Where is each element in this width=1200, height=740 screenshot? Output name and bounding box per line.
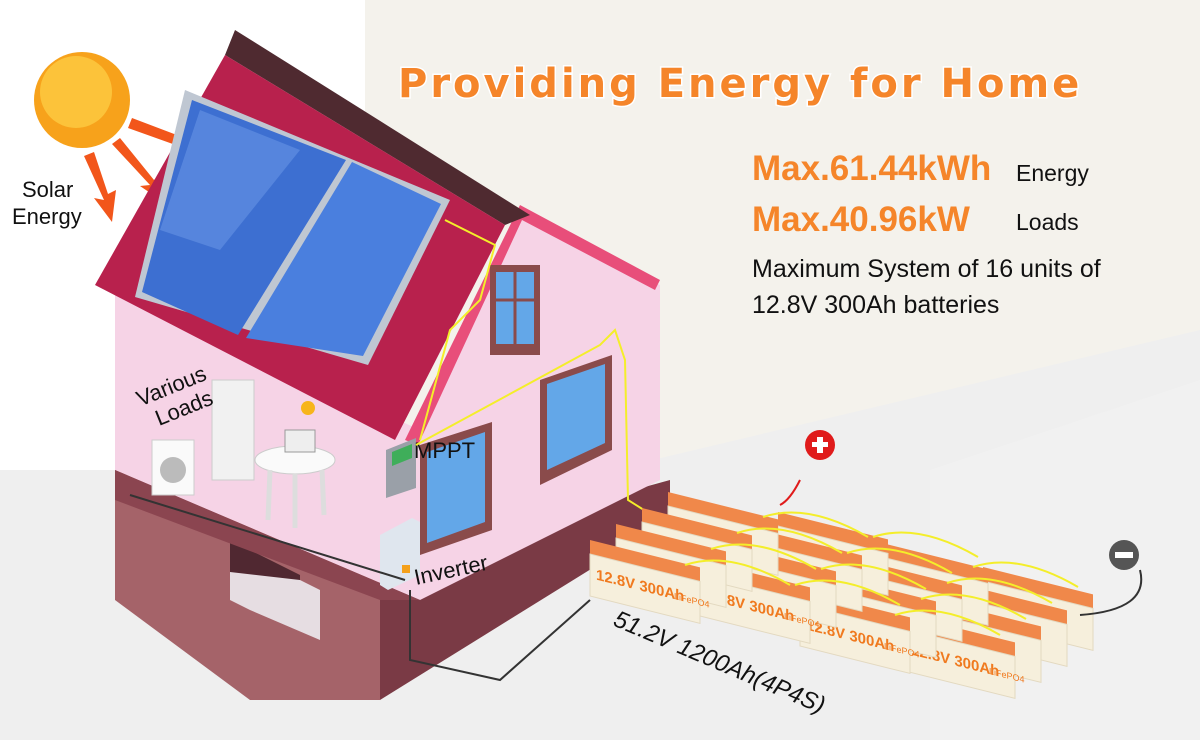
series-wire bbox=[684, 559, 791, 586]
solar-wire bbox=[419, 219, 497, 441]
solar-energy-label-1: Solar bbox=[22, 177, 73, 202]
energy-value: Max.61.44kWh bbox=[752, 149, 991, 188]
window-upper bbox=[490, 265, 540, 355]
window-lower bbox=[420, 422, 492, 555]
appliances-icon bbox=[151, 379, 336, 528]
load-wire bbox=[129, 494, 591, 682]
solar-panel bbox=[135, 90, 450, 365]
loads-label: Loads bbox=[1016, 209, 1079, 235]
window-right bbox=[540, 355, 612, 485]
description-line-2: 12.8V 300Ah batteries bbox=[752, 291, 999, 319]
series-wire bbox=[872, 531, 979, 558]
description-line-1: Maximum System of 16 units of bbox=[752, 255, 1101, 283]
series-wire bbox=[972, 561, 1079, 588]
inverter-unit bbox=[380, 518, 420, 590]
series-wire bbox=[846, 547, 953, 574]
loads-value: Max.40.96kW bbox=[752, 200, 970, 239]
roof-ridge bbox=[225, 30, 530, 225]
solar-energy-label-2: Energy bbox=[12, 204, 82, 229]
series-wire bbox=[820, 563, 927, 590]
sun-icon bbox=[34, 52, 130, 148]
series-wire bbox=[894, 609, 1001, 636]
energy-label: Energy bbox=[1016, 160, 1089, 186]
outdoor-unit bbox=[230, 572, 320, 640]
mppt-label: MPPT bbox=[414, 438, 475, 463]
battery-wire bbox=[415, 328, 661, 521]
series-wire bbox=[736, 527, 843, 554]
series-wire bbox=[794, 579, 901, 606]
positive-terminal-icon bbox=[779, 430, 835, 506]
series-wire bbox=[920, 593, 1027, 620]
page-title: Providing Energy for Home bbox=[398, 61, 1082, 107]
series-wire bbox=[762, 511, 869, 538]
series-wire bbox=[710, 543, 817, 570]
mppt-controller bbox=[386, 438, 416, 498]
negative-terminal-icon bbox=[1079, 540, 1143, 616]
house-side-wall bbox=[115, 290, 420, 600]
series-wire bbox=[946, 577, 1053, 604]
